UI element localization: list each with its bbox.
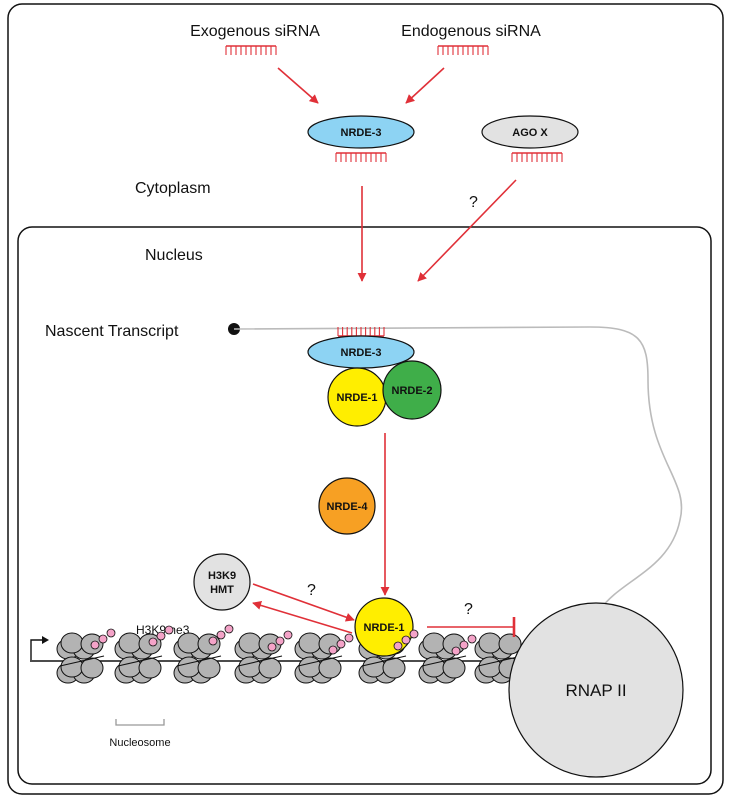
nrde2-complex xyxy=(382,360,442,420)
nrde2-complex-label: NRDE-2 xyxy=(392,385,433,397)
question-mark-rnap: ? xyxy=(464,601,473,618)
cytoplasm-label: Cytoplasm xyxy=(135,180,211,197)
tss-arrowhead-icon xyxy=(42,636,49,644)
arrow-nrde1-to-hmt xyxy=(252,601,353,634)
nrde4-label: NRDE-4 xyxy=(327,501,369,513)
nrde1-complex-label: NRDE-1 xyxy=(337,392,378,404)
nrde4 xyxy=(318,477,376,535)
h3k9me3-label: H3K9me3 xyxy=(136,623,190,637)
question-mark-ago: ? xyxy=(469,194,478,211)
nucleus-boundary xyxy=(17,226,712,785)
nucleus-label: Nucleus xyxy=(145,247,203,264)
endogenous-sirna-icon xyxy=(437,45,489,55)
nucleosome-bracket xyxy=(115,719,165,726)
nrde1-chromatin xyxy=(354,597,414,657)
nucleosome-array xyxy=(56,632,523,684)
arrow-hmt-to-nrde1 xyxy=(252,583,355,622)
cell-boundary xyxy=(7,3,724,795)
nrde3-cytoplasm-label: NRDE-3 xyxy=(341,127,382,139)
h3k9me3-marks xyxy=(90,624,477,656)
tss-arrow-icon xyxy=(30,639,42,660)
exogenous-sirna-label: Exogenous siRNA xyxy=(190,23,320,40)
nrde1-chromatin-label: NRDE-1 xyxy=(364,622,405,634)
rnap-ii-label: RNAP II xyxy=(565,681,626,700)
nucleosome-label: Nucleosome xyxy=(109,737,170,749)
nrde3-cytoplasm xyxy=(307,115,415,149)
rnap-ii xyxy=(508,602,684,778)
nascent-transcript-line xyxy=(233,326,683,611)
nrde3-nucleus-label: NRDE-3 xyxy=(341,347,382,359)
question-mark-hmt: ? xyxy=(307,582,316,599)
h3k9-hmt xyxy=(193,553,251,611)
h3k9-hmt-label-line1: H3K9 xyxy=(208,570,236,582)
arrow-exo-to-nrde3 xyxy=(277,67,319,104)
ago-x-label: AGO X xyxy=(512,127,548,139)
exogenous-sirna-icon xyxy=(225,45,277,55)
ago-x-bound-sirna-icon xyxy=(511,152,563,162)
arrow-agox-to-nucleus xyxy=(417,179,517,282)
nascent-transcript-label: Nascent Transcript xyxy=(45,323,179,340)
h3k9-hmt-label-line2: HMT xyxy=(210,584,234,596)
endogenous-sirna-label: Endogenous siRNA xyxy=(401,23,541,40)
nrde3-bound-sirna-icon xyxy=(335,152,387,162)
ago-x xyxy=(481,115,579,149)
arrow-endo-to-nrde3 xyxy=(405,67,445,104)
